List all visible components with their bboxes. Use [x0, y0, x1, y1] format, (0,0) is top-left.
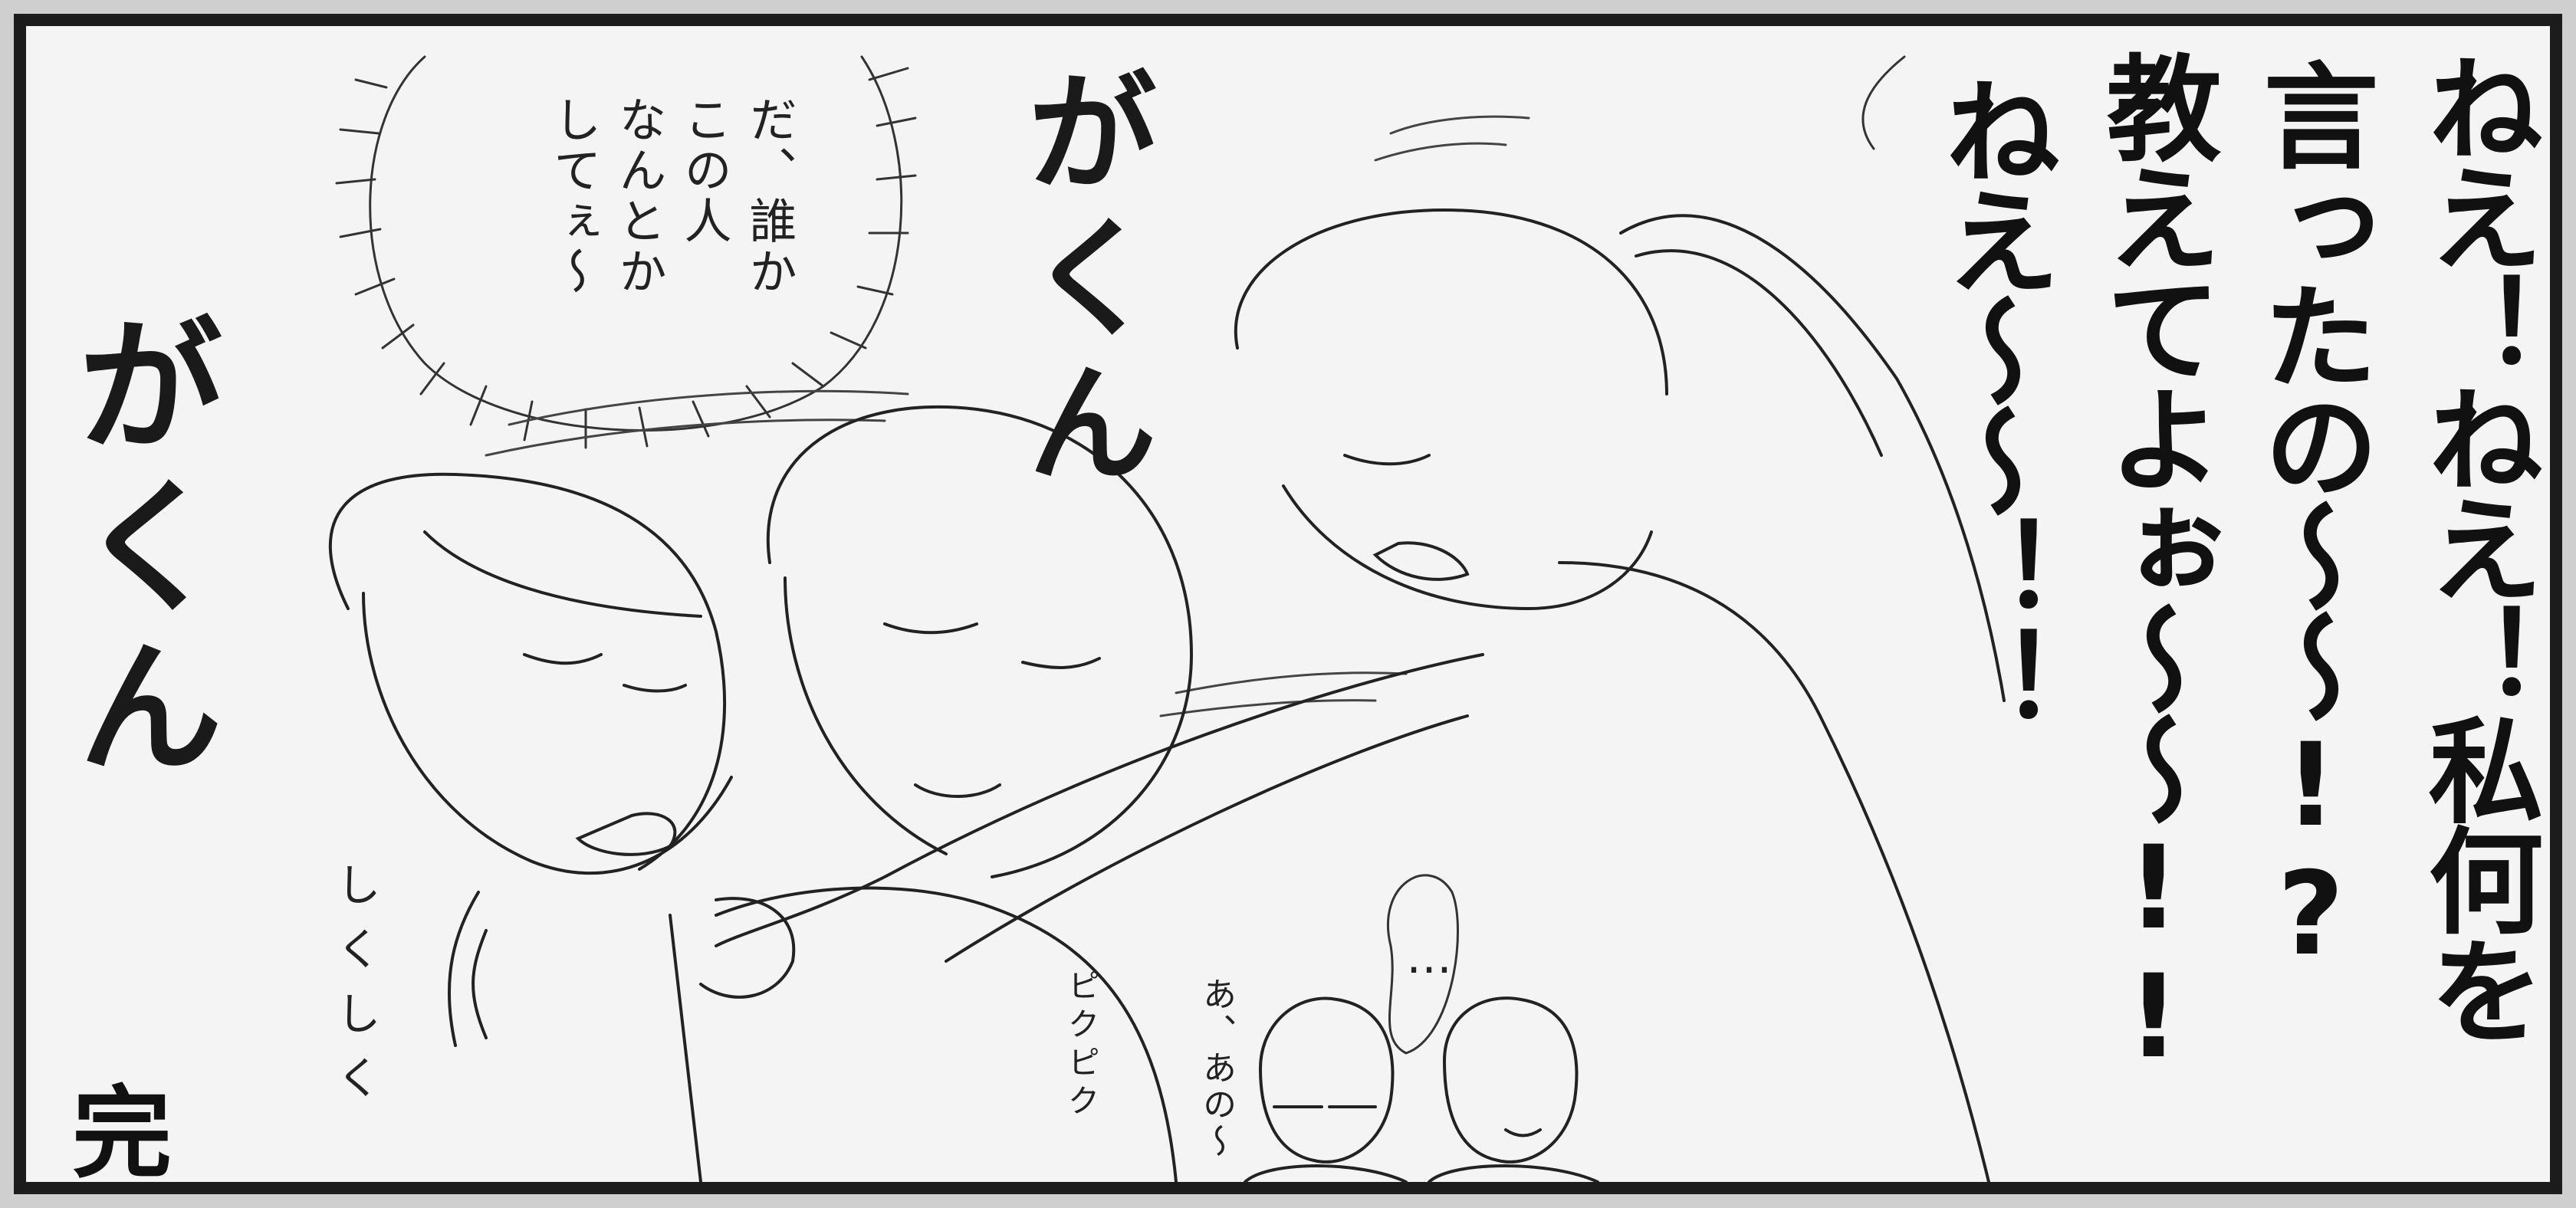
right-girl-figure: [699, 208, 2006, 1182]
middle-girl-figure: [715, 405, 1194, 1182]
ellipsis-balloon: [1386, 874, 1459, 1055]
sfx-shikushiku: しくしく: [329, 862, 381, 1119]
sfx-pikupiku: ピクピク: [1063, 969, 1100, 1122]
thought-line-3: なんとか: [610, 95, 667, 297]
thought-line-4: してぇ〜: [545, 95, 602, 297]
speech-column-3: 教えてよぉ〜〜!!: [2087, 49, 2220, 1079]
speech-tail: [1861, 55, 1906, 150]
speed-lines: [485, 115, 1530, 717]
boy-figure: [1428, 996, 1599, 1182]
thought-line-1: だ、誰か: [741, 95, 797, 297]
speech-column-4: ねえ〜〜！！: [1926, 72, 2059, 734]
boy-with-glasses-figure: [1244, 996, 1408, 1182]
speech-column-2: 言ったの〜〜!?: [2244, 57, 2377, 977]
sfx-gakun-right: がくん: [1004, 64, 1156, 501]
sfx-anou: あ、あの〜: [1197, 977, 1236, 1160]
sfx-gakun-left: がくん: [53, 310, 222, 793]
comic-panel: ねえ！ねえ！私何を 言ったの〜〜!? 教えてよぉ〜〜!! ねえ〜〜！！ だ、誰か…: [14, 14, 2562, 1194]
panel-illustration: [328, 55, 2006, 1182]
end-mark: 完: [72, 1075, 172, 1192]
left-girl-figure: [328, 472, 733, 1182]
sfx-ellipsis: …: [1402, 931, 1456, 984]
thought-line-2: この人: [675, 95, 732, 247]
speech-column-1: ねえ！ねえ！私何を: [2409, 49, 2542, 1042]
